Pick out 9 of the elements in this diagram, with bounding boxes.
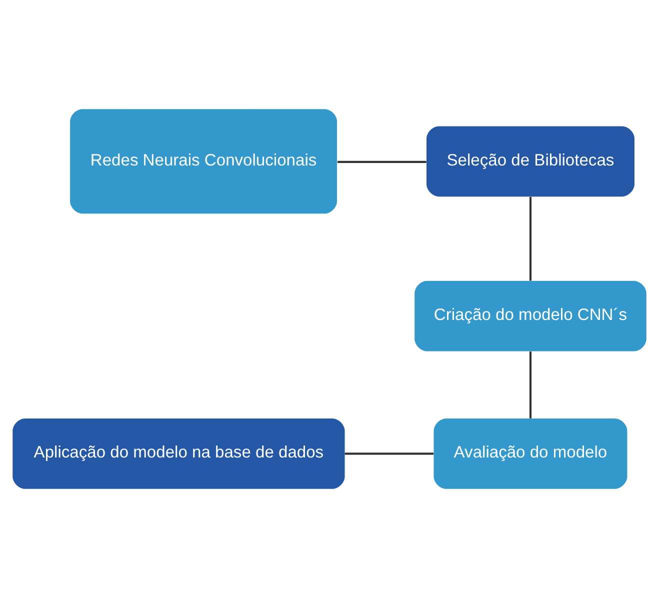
node-box: Criação do modelo CNN´s — [414, 280, 646, 352]
node-box: Redes Neurais Convolucionais — [70, 109, 337, 214]
connector — [337, 160, 426, 163]
connector — [529, 352, 532, 418]
connector — [344, 452, 434, 455]
node-box: Aplicação do modelo na base de dados — [12, 418, 345, 489]
node-box: Avaliação do modelo — [434, 418, 628, 489]
node-box: Seleção de Bibliotecas — [426, 126, 634, 197]
connector — [529, 196, 532, 281]
